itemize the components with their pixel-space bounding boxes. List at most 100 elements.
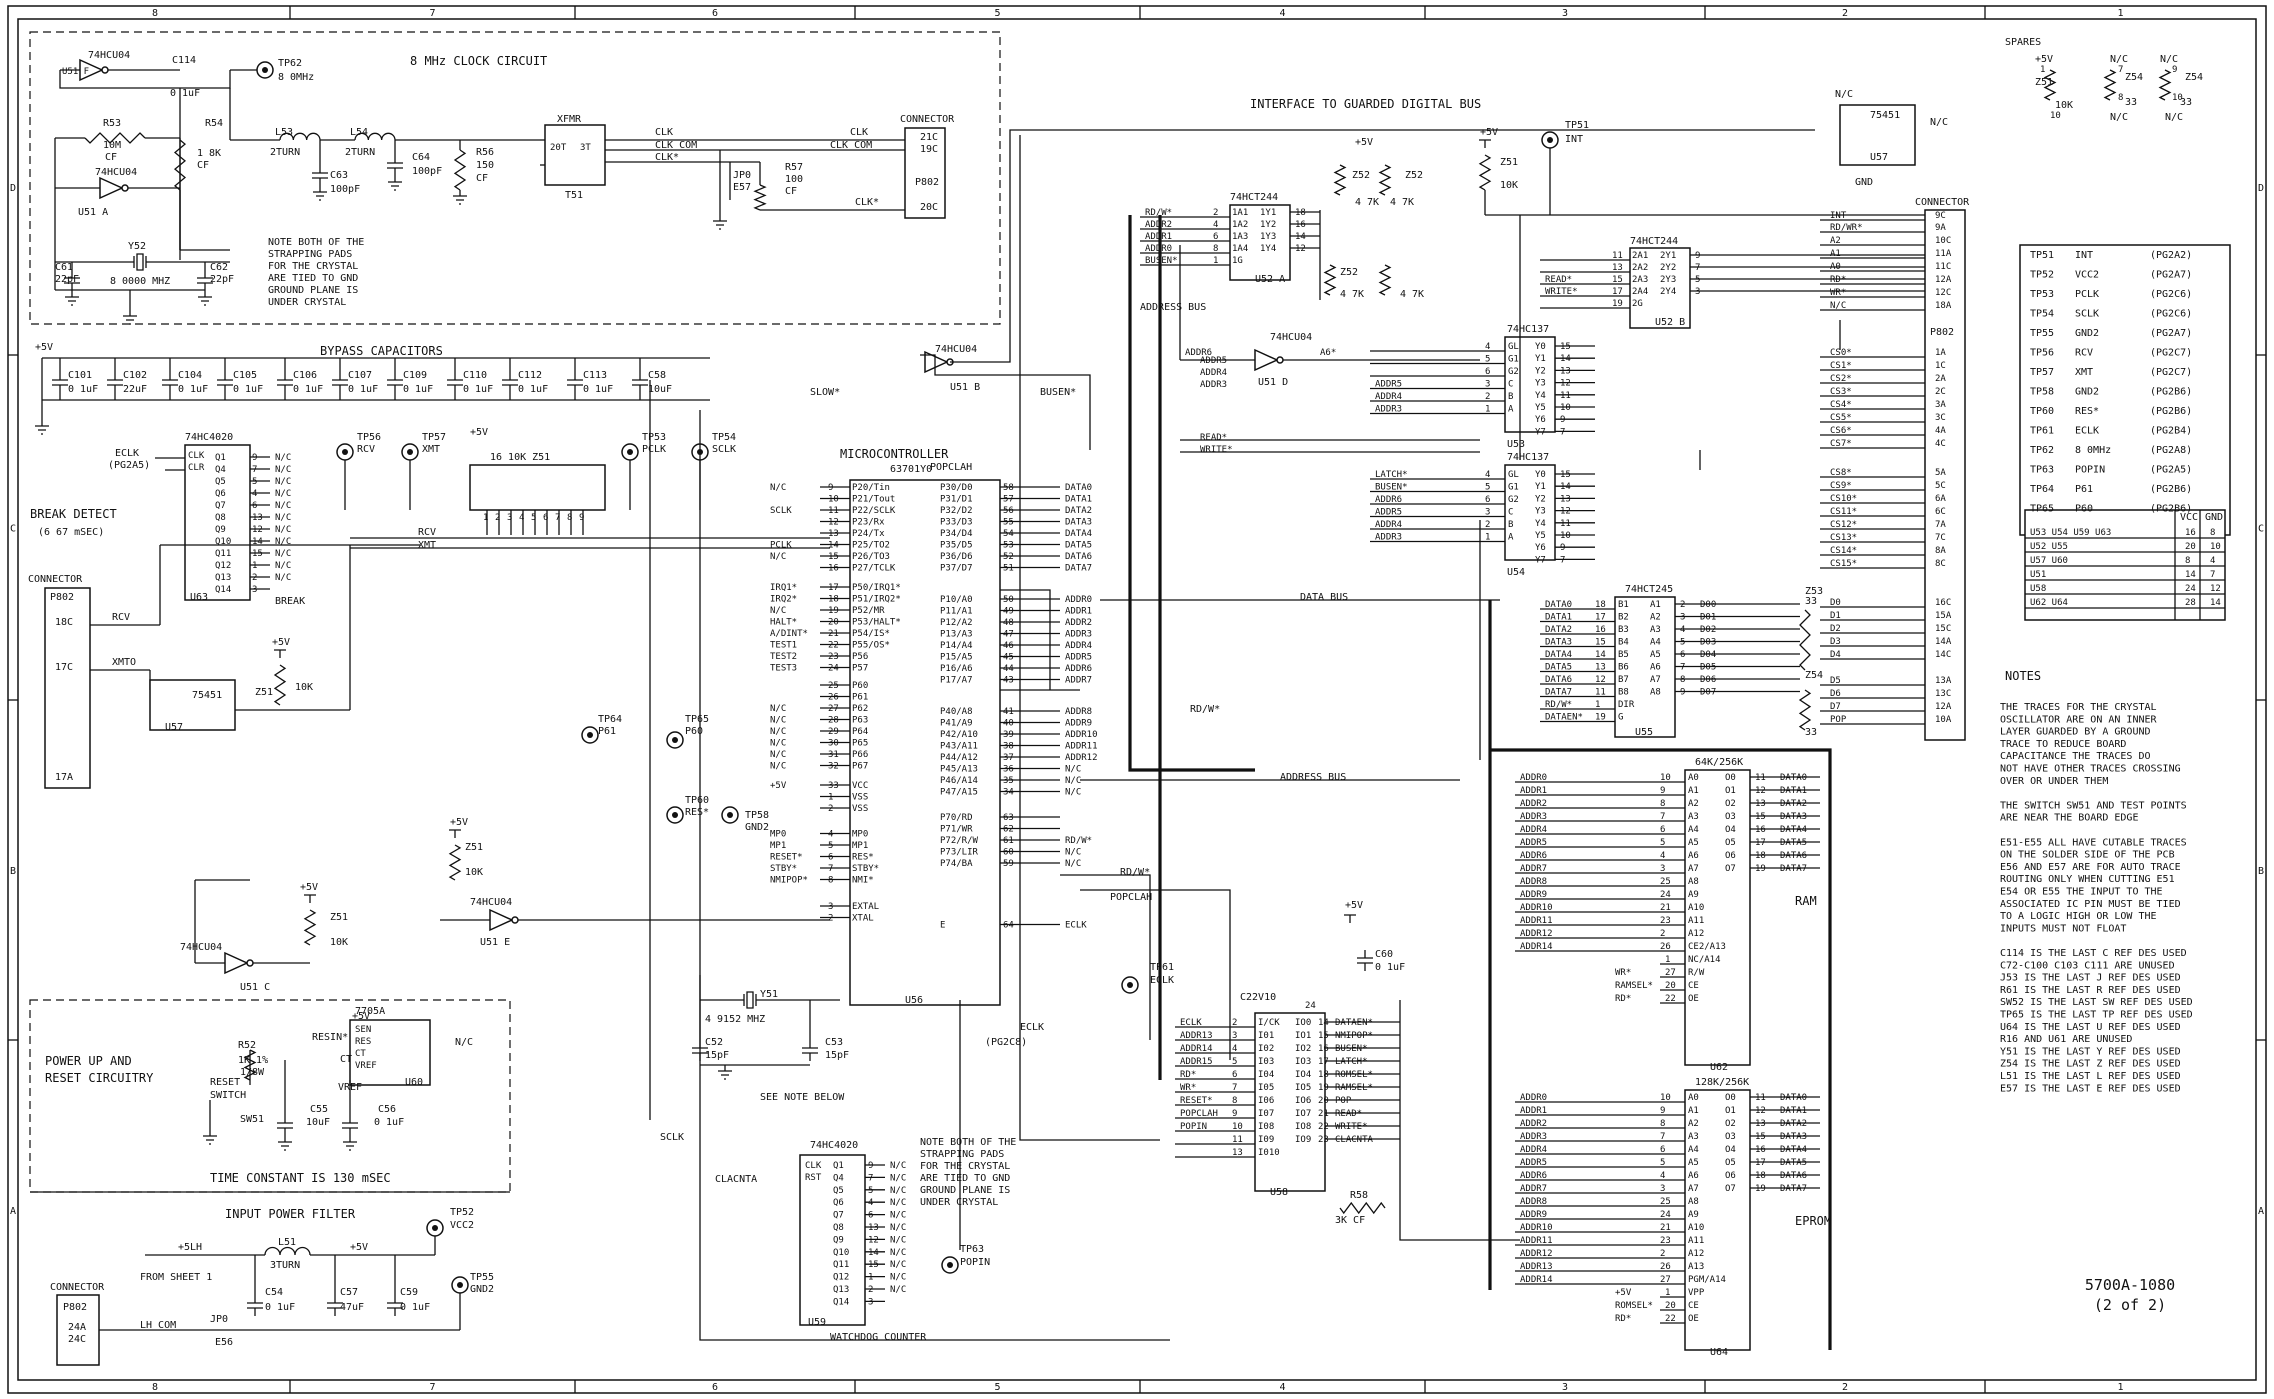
ground-icon — [713, 215, 727, 230]
ram-data-signal: DATA0 — [1780, 773, 1807, 783]
u56-pin-name: P26/TO3 — [852, 552, 890, 562]
u56-pin-number: 35 — [1003, 776, 1014, 786]
ram-ctrl-signal: WR* — [1615, 968, 1631, 978]
connector-pin: 3A — [1935, 400, 1946, 410]
capacitor-icon — [447, 372, 463, 393]
u56-pin-number: 33 — [828, 781, 839, 791]
c52-value: 15pF — [705, 1050, 729, 1061]
u51e-ref: U51 E — [480, 937, 510, 948]
u53-in-signal: ADDR3 — [1375, 405, 1402, 415]
u55-in-signal: DATA3 — [1545, 638, 1572, 648]
tp-table-id: TP60 — [2030, 406, 2054, 417]
u59-nc: N/C — [890, 1285, 906, 1295]
connector-signal: D2 — [1830, 624, 1841, 634]
c53-value: 15pF — [825, 1050, 849, 1061]
u56-right-signal: N/C — [1065, 848, 1081, 858]
eprom-data-signal: DATA2 — [1780, 1119, 1807, 1129]
u56-right-signal: N/C — [1065, 776, 1081, 786]
connector-signal: CS8* — [1830, 468, 1852, 478]
u54-out-pin: 12 — [1560, 507, 1571, 517]
u58-in-name: I01 — [1258, 1031, 1274, 1041]
u52b-out-name: 2Y4 — [1660, 287, 1676, 297]
power-table-gnd: 14 — [2210, 598, 2221, 608]
u56-left-signal: RESET* — [770, 853, 803, 863]
u56-pin-name: P27/TCLK — [852, 564, 896, 574]
u56-right-signal: ADDR9 — [1065, 719, 1092, 729]
bypass-cap-label: C106 — [293, 370, 317, 381]
u56-right-signal: ADDR6 — [1065, 664, 1092, 674]
u56-pin-name: P50/IRQ1* — [852, 583, 901, 593]
u59-output: Q12 — [833, 1273, 849, 1283]
u52a-in-pin: 1 — [1213, 256, 1218, 266]
eprom-addr-name: A5 — [1688, 1158, 1699, 1168]
u55-out-pin: 2 — [1680, 600, 1685, 610]
u58-out-pin: 16 — [1318, 1044, 1329, 1054]
z51b-value: 10K — [1500, 180, 1518, 191]
break-detect-title: BREAK DETECT — [30, 507, 117, 521]
u56-right-signal: N/C — [1065, 788, 1081, 798]
eprom-addr-pin: 7 — [1660, 1132, 1665, 1142]
test-point-center-icon — [672, 812, 678, 818]
note-line: ON THE SOLDER SIDE OF THE PCB — [2000, 850, 2175, 861]
eprom-addr-name: A6 — [1688, 1171, 1699, 1181]
ram-addr-signal: ADDR7 — [1520, 864, 1547, 874]
test-point-center-icon — [407, 449, 413, 455]
u55-out-pin: 7 — [1680, 663, 1685, 673]
connector-pin: 1C — [1935, 361, 1946, 371]
u52b-ic-body — [1629, 247, 1691, 329]
u63-output: Q9 — [215, 525, 226, 535]
z51pack-pin: 6 — [543, 513, 548, 523]
connector-signal: CS10* — [1830, 494, 1857, 504]
connector-pin: 8A — [1935, 546, 1946, 556]
wire — [1490, 748, 1832, 1350]
power-table-vcc: 8 — [2185, 556, 2190, 566]
u56-pin-name: P23/Rx — [852, 518, 885, 528]
ram-addr-pin: 26 — [1660, 942, 1671, 952]
resistor-icon — [1378, 264, 1392, 296]
tp-table-id: TP51 — [2030, 250, 2054, 261]
tp-table-id: TP56 — [2030, 348, 2054, 359]
u59-ic-body — [799, 1154, 866, 1326]
u56-pin-number: 39 — [1003, 730, 1014, 740]
ram-data-signal: DATA3 — [1780, 812, 1807, 822]
u55-in-pin: 1 — [1595, 700, 1600, 710]
u55-in-pin: 16 — [1595, 625, 1606, 635]
bypass-cap-label: C105 — [233, 370, 257, 381]
c54-label: C54 — [265, 1287, 283, 1298]
ram-addr-pin: 25 — [1660, 877, 1671, 887]
u56-pin-name: NMI* — [852, 876, 874, 886]
u56-pin-number: 21 — [828, 629, 839, 639]
eprom-addr-signal: ADDR2 — [1520, 1119, 1547, 1129]
tp-table-signal: INT — [2075, 250, 2093, 261]
note-line: TRACE TO REDUCE BOARD — [2000, 739, 2126, 750]
u56-pin-name: P51/IRQ2* — [852, 595, 901, 605]
test-point-center-icon — [457, 1282, 463, 1288]
u56-pin-number: 28 — [828, 716, 839, 726]
u52b-in-signal: READ* — [1545, 275, 1572, 285]
u56-pin-name: P40/A8 — [940, 707, 973, 717]
u52a-in-signal: RD/W* — [1145, 208, 1172, 218]
y51-value: 4 9152 MHZ — [705, 1014, 765, 1025]
ground-icon — [65, 291, 79, 306]
u55-in-signal: DATA2 — [1545, 625, 1572, 635]
u54-in-name: G1 — [1508, 483, 1519, 493]
ram-addr-signal: ADDR12 — [1520, 929, 1553, 939]
u58-out-pin: 22 — [1318, 1122, 1329, 1132]
u58-out-name: IO7 — [1295, 1109, 1311, 1119]
slh-label: +5LH — [178, 1242, 202, 1253]
ram-data-name: O6 — [1725, 851, 1736, 861]
u56-right-signal: ADDR8 — [1065, 707, 1092, 717]
u56-pin-name: P60 — [852, 681, 868, 691]
eprom-part: 128K/256K — [1695, 1077, 1749, 1088]
resistor-icon — [273, 664, 287, 706]
u52b-in-pin: 17 — [1612, 287, 1623, 297]
e56-label: E56 — [215, 1337, 233, 1348]
u51c-r: Z51 — [330, 912, 348, 923]
u51a-ref: U51 A — [78, 207, 108, 218]
u58-out-signal: READ* — [1335, 1109, 1362, 1119]
tp51-label: TP51 — [1565, 120, 1589, 131]
u56-pin-number: 1 — [828, 793, 833, 803]
tp-table-signal: P61 — [2075, 484, 2093, 495]
u53-out-pin: 7 — [1560, 427, 1565, 437]
ram-addr-name: A0 — [1688, 773, 1699, 783]
